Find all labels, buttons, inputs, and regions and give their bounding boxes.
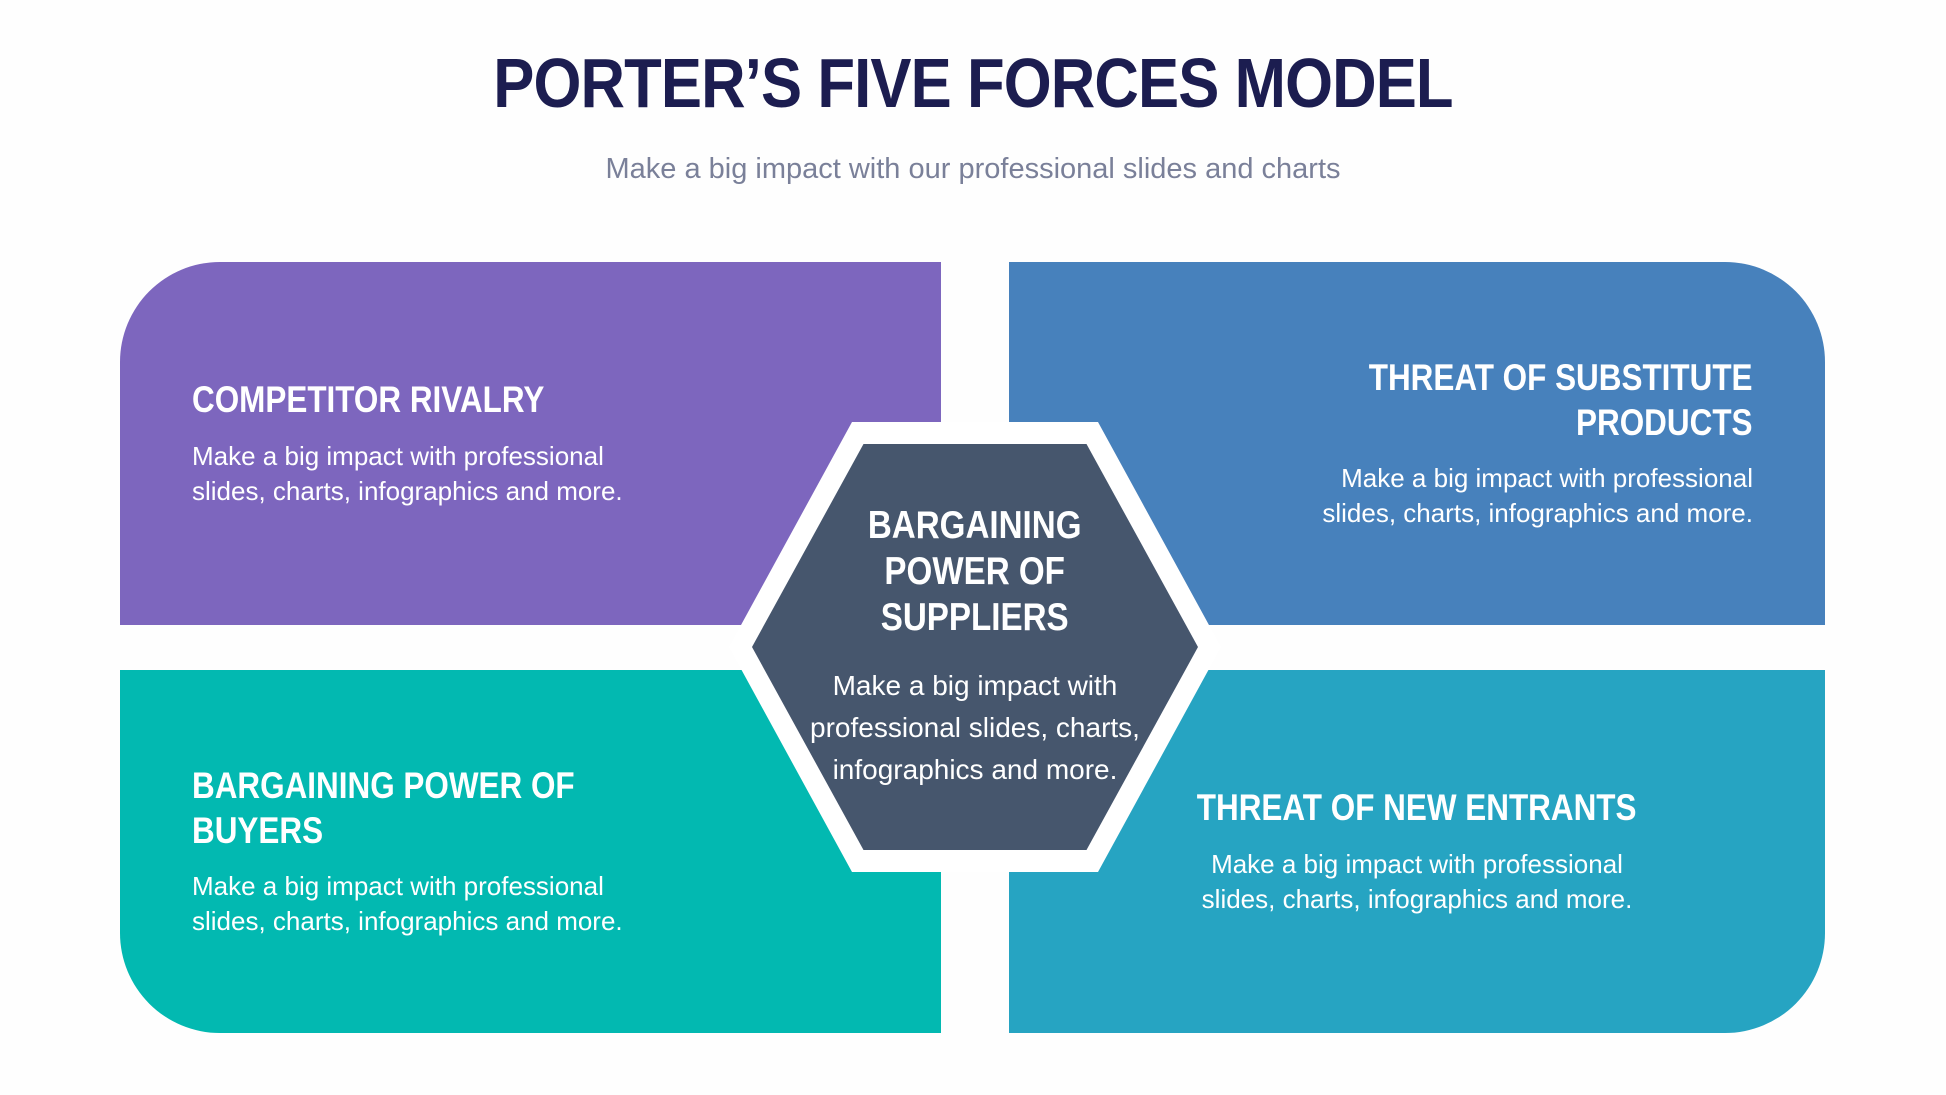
card-body-line: Make a big impact with professional <box>192 871 604 902</box>
card-body-line: Make a big impact with professional <box>1341 463 1753 494</box>
hexagon-body-line: professional slides, charts, <box>810 712 1140 744</box>
card-body-line: slides, charts, infographics and more. <box>1201 883 1633 914</box>
card-body-line: slides, charts, infographics and more. <box>192 905 623 936</box>
page-subtitle: Make a big impact with our professional … <box>605 153 1341 185</box>
card-title: COMPETITOR RIVALRY <box>192 378 544 422</box>
card-bargaining-power-of-buyers: BARGAINING POWER OF BUYERS Make a big im… <box>120 670 941 1033</box>
hexagon-title: BARGAINING POWER OF SUPPLIERS <box>868 503 1082 641</box>
card-title-line: BUYERS <box>192 809 324 851</box>
hexagon-title-line: POWER OF <box>884 549 1066 593</box>
page-title: PORTER’S FIVE FORCES MODEL <box>493 44 1453 122</box>
card-body-line: Make a big impact with professional <box>1211 848 1623 879</box>
hexagon-title-line: BARGAINING <box>868 503 1082 547</box>
hexagon-body: Make a big impact with professional slid… <box>810 665 1140 791</box>
hexagon-body-line: infographics and more. <box>832 754 1118 786</box>
card-title: THREAT OF NEW ENTRANTS <box>1197 786 1637 830</box>
card-title-line: COMPETITOR RIVALRY <box>192 379 545 421</box>
card-body: Make a big impact with professional slid… <box>192 439 623 509</box>
card-body-line: Make a big impact with professional <box>192 440 604 471</box>
card-body-line: slides, charts, infographics and more. <box>1322 497 1753 528</box>
card-title: BARGAINING POWER OF BUYERS <box>192 764 575 853</box>
card-body: Make a big impact with professional slid… <box>1322 461 1753 531</box>
card-title: THREAT OF SUBSTITUTE PRODUCTS <box>1369 356 1753 445</box>
card-title-line: PRODUCTS <box>1576 401 1753 443</box>
card-body: Make a big impact with professional slid… <box>192 869 623 939</box>
card-title-line: THREAT OF SUBSTITUTE <box>1369 357 1753 399</box>
card-title-line: BARGAINING POWER OF <box>192 765 575 807</box>
hexagon-body-line: Make a big impact with <box>832 670 1118 702</box>
hexagon-title-line: SUPPLIERS <box>881 596 1069 639</box>
card-body: Make a big impact with professional slid… <box>1202 847 1633 917</box>
card-title-line: THREAT OF NEW ENTRANTS <box>1197 787 1637 829</box>
card-body-line: slides, charts, infographics and more. <box>192 475 623 506</box>
